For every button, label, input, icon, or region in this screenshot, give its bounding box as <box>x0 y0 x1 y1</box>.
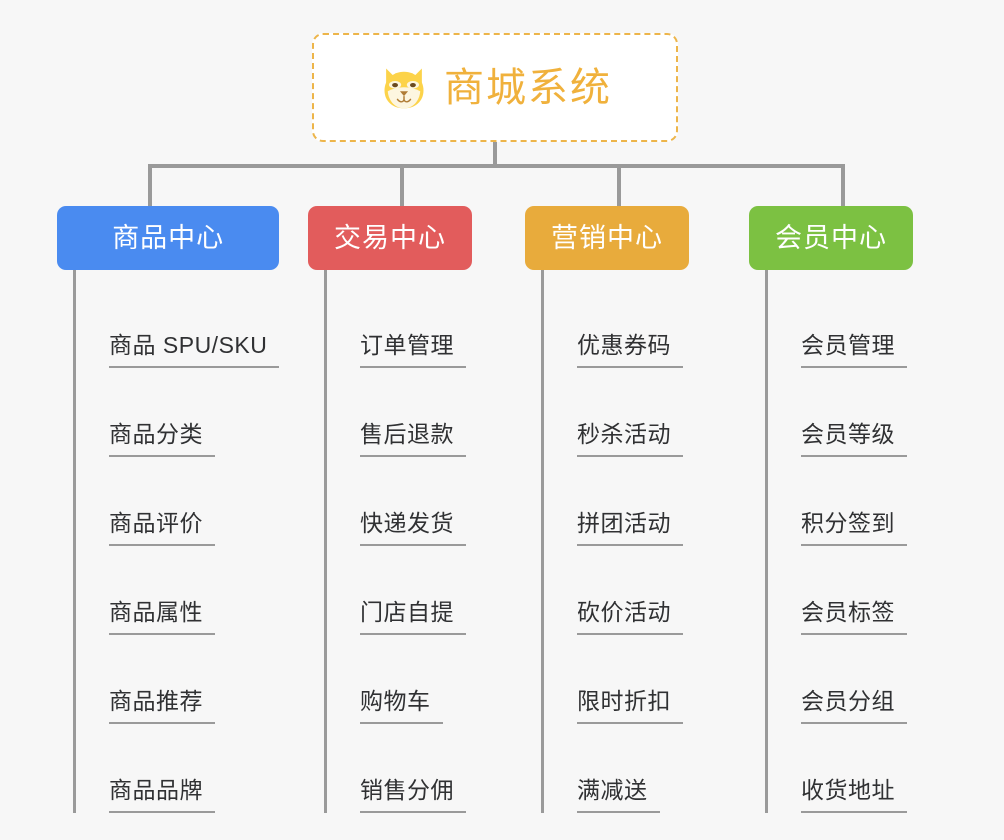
list-item[interactable]: 快递发货 <box>327 457 472 546</box>
list-item-label: 会员管理 <box>801 334 907 368</box>
branch-items-2: 优惠券码 秒杀活动 拼团活动 砍价活动 限时折扣 满减送 <box>541 270 689 813</box>
connector-drop-2 <box>617 164 621 208</box>
list-item[interactable]: 门店自提 <box>327 546 472 635</box>
list-item-label: 会员标签 <box>801 601 907 635</box>
branch-items-0: 商品 SPU/SKU 商品分类 商品评价 商品属性 商品推荐 商品品牌 <box>73 270 280 813</box>
list-item-label: 优惠券码 <box>577 334 683 368</box>
list-item-label: 秒杀活动 <box>577 423 683 457</box>
list-item[interactable]: 销售分佣 <box>327 724 472 813</box>
list-item[interactable]: 售后退款 <box>327 368 472 457</box>
list-item-label: 门店自提 <box>360 601 466 635</box>
list-item[interactable]: 优惠券码 <box>544 270 689 368</box>
list-item[interactable]: 满减送 <box>544 724 689 813</box>
branch-column-2: 营销中心 优惠券码 秒杀活动 拼团活动 砍价活动 限时折扣 满减送 <box>525 206 689 813</box>
list-item[interactable]: 会员标签 <box>768 546 913 635</box>
list-item-label: 订单管理 <box>360 334 466 368</box>
branch-header-label: 交易中心 <box>334 222 446 253</box>
list-item[interactable]: 收货地址 <box>768 724 913 813</box>
list-item-label: 会员等级 <box>801 423 907 457</box>
list-item[interactable]: 购物车 <box>327 635 472 724</box>
branch-header-label: 营销中心 <box>551 222 663 253</box>
connector-drop-1 <box>400 164 404 208</box>
list-item[interactable]: 拼团活动 <box>544 457 689 546</box>
list-item-label: 商品分类 <box>109 423 215 457</box>
branch-header-2[interactable]: 营销中心 <box>525 206 689 270</box>
branch-header-label: 商品中心 <box>112 222 225 253</box>
branch-column-1: 交易中心 订单管理 售后退款 快递发货 门店自提 购物车 销售分佣 <box>308 206 472 813</box>
list-item-label: 商品评价 <box>109 512 215 546</box>
list-item[interactable]: 限时折扣 <box>544 635 689 724</box>
branch-column-3: 会员中心 会员管理 会员等级 积分签到 会员标签 会员分组 收货地址 <box>749 206 913 813</box>
list-item-label: 限时折扣 <box>577 690 683 724</box>
list-item-label: 售后退款 <box>360 423 466 457</box>
list-item-label: 商品推荐 <box>109 690 215 724</box>
list-item[interactable]: 商品品牌 <box>76 724 279 813</box>
list-item[interactable]: 订单管理 <box>327 270 472 368</box>
list-item-label: 砍价活动 <box>577 601 683 635</box>
list-item[interactable]: 商品推荐 <box>76 635 279 724</box>
list-item-label: 拼团活动 <box>577 512 683 546</box>
shiba-dog-face-icon <box>384 68 424 108</box>
list-item[interactable]: 秒杀活动 <box>544 368 689 457</box>
list-item[interactable]: 会员等级 <box>768 368 913 457</box>
branch-items-1: 订单管理 售后退款 快递发货 门店自提 购物车 销售分佣 <box>324 270 472 813</box>
list-item-label: 购物车 <box>360 690 443 724</box>
list-item-label: 会员分组 <box>801 690 907 724</box>
list-item[interactable]: 会员管理 <box>768 270 913 368</box>
branch-column-0: 商品中心 商品 SPU/SKU 商品分类 商品评价 商品属性 商品推荐 商品品牌 <box>57 206 280 813</box>
list-item[interactable]: 会员分组 <box>768 635 913 724</box>
list-item[interactable]: 商品属性 <box>76 546 279 635</box>
list-item[interactable]: 商品评价 <box>76 457 279 546</box>
root-title: 商城系统 <box>444 65 612 110</box>
list-item-label: 商品属性 <box>109 601 215 635</box>
list-item[interactable]: 砍价活动 <box>544 546 689 635</box>
branch-header-0[interactable]: 商品中心 <box>57 206 280 270</box>
list-item[interactable]: 商品 SPU/SKU <box>76 270 280 368</box>
list-item-label: 积分签到 <box>801 512 907 546</box>
list-item-label: 销售分佣 <box>360 779 466 813</box>
connector-drop-0 <box>148 164 152 208</box>
branch-header-label: 会员中心 <box>775 222 887 253</box>
root-node[interactable]: 商城系统 <box>312 33 678 142</box>
branch-header-1[interactable]: 交易中心 <box>308 206 472 270</box>
connector-root-stub <box>493 142 497 166</box>
branch-header-3[interactable]: 会员中心 <box>749 206 913 270</box>
list-item-label: 快递发货 <box>360 512 466 546</box>
list-item-label: 商品 SPU/SKU <box>109 334 280 368</box>
list-item[interactable]: 积分签到 <box>768 457 913 546</box>
connector-bus-bar <box>148 164 845 168</box>
connector-drop-3 <box>841 164 845 208</box>
list-item-label: 商品品牌 <box>109 779 215 813</box>
branch-items-3: 会员管理 会员等级 积分签到 会员标签 会员分组 收货地址 <box>765 270 913 813</box>
list-item[interactable]: 商品分类 <box>76 368 279 457</box>
list-item-label: 满减送 <box>577 779 660 813</box>
list-item-label: 收货地址 <box>801 779 907 813</box>
